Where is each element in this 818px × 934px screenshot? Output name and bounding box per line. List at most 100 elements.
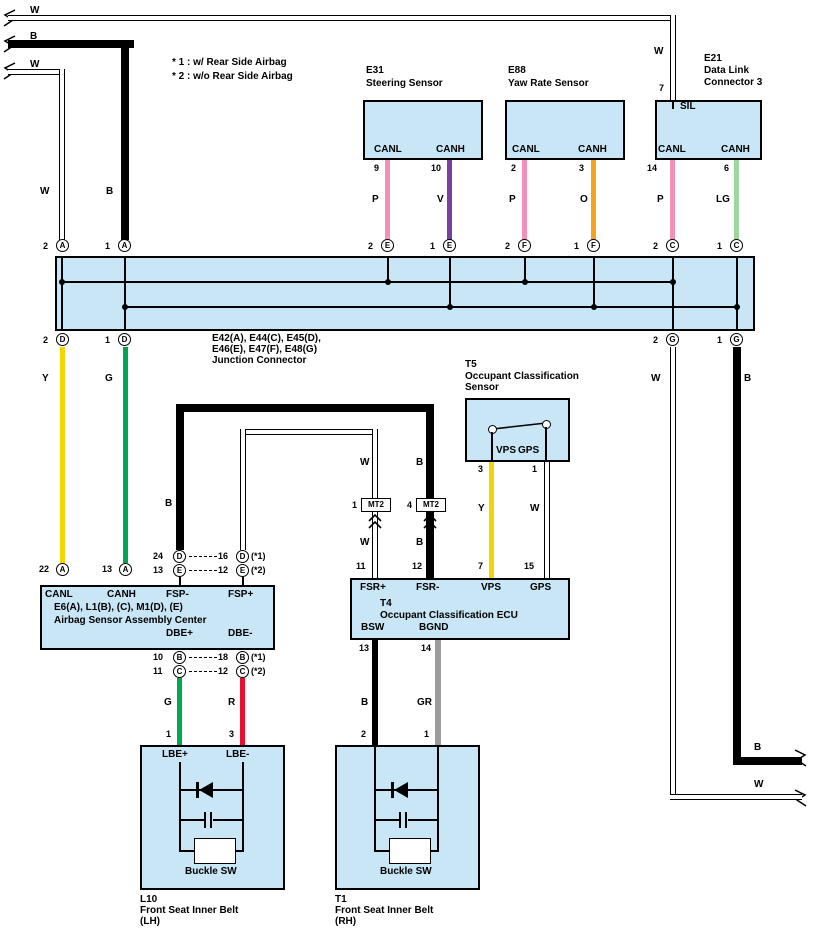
junction-bus-canh xyxy=(124,306,738,308)
e31-canl-label: CANL xyxy=(374,144,402,155)
wire-label: B xyxy=(165,498,173,509)
pin-number: 11 xyxy=(153,666,163,676)
e21-canl-label: CANL xyxy=(658,144,686,155)
wire-gray xyxy=(435,640,441,745)
sil-stub xyxy=(672,100,674,109)
wire-w-left-horizontal xyxy=(8,69,65,75)
e31-name: Steering Sensor xyxy=(366,78,443,89)
t5-id: T5 xyxy=(465,359,477,370)
pin-number: 2 xyxy=(43,335,49,345)
circuit-line xyxy=(374,747,376,852)
wire-label: P xyxy=(657,194,664,205)
front-seat-inner-belt-rh-box xyxy=(335,745,480,890)
wire-label: W xyxy=(530,503,540,514)
connector-circle: D xyxy=(236,550,249,563)
switch-stub xyxy=(491,432,493,462)
connector-circle: E xyxy=(443,239,456,252)
wire-green xyxy=(177,678,182,745)
capacitor-plate-icon xyxy=(405,812,407,828)
wire-b-loop-right xyxy=(426,404,434,498)
pin-stub xyxy=(179,577,181,585)
wire-label: W xyxy=(40,186,50,197)
wire-label: O xyxy=(580,194,588,205)
pin-number: 12 xyxy=(412,561,423,571)
wire-green xyxy=(123,347,128,563)
pin-number: 11 xyxy=(356,561,366,571)
circuit-line xyxy=(437,747,439,852)
circuit-line xyxy=(374,819,401,821)
pin-number: 16 xyxy=(218,551,229,561)
wire-label: LG xyxy=(716,194,730,205)
dlc3-box xyxy=(655,100,762,160)
pin-number: 2 xyxy=(43,241,49,251)
diode-bar xyxy=(391,782,394,798)
pin-number: 13 xyxy=(153,565,164,575)
occupant-classification-sensor-box xyxy=(465,398,570,462)
t5-name1: Occupant Classification xyxy=(465,371,579,382)
e88-canl-label: CANL xyxy=(512,144,540,155)
t5-gps-label: GPS xyxy=(518,445,540,456)
wire-b-top-horizontal xyxy=(8,40,134,48)
pin-number: 1 xyxy=(717,335,723,345)
note-1: * 1 : w/ Rear Side Airbag xyxy=(172,57,287,68)
connector-circle: F xyxy=(587,239,600,252)
t4-id: T4 xyxy=(380,598,392,609)
t4-name: Occupant Classification ECU xyxy=(380,610,518,621)
wire-label: G xyxy=(164,697,172,708)
wire-label: W xyxy=(30,5,40,16)
wire-label: P xyxy=(372,194,379,205)
connector-circle: D xyxy=(56,333,69,346)
capacitor-plate-icon xyxy=(204,812,206,828)
wire-b-right-exit xyxy=(733,757,802,765)
pin-number: 1 xyxy=(574,241,580,251)
pin-number: 13 xyxy=(102,564,113,574)
junction-wire xyxy=(124,256,126,331)
connector-circle: B xyxy=(236,651,249,664)
wire-black xyxy=(426,512,434,578)
buckle-sw-label: Buckle SW xyxy=(185,866,237,877)
pin-number: 12 xyxy=(218,565,229,575)
switch-blade-icon xyxy=(492,422,547,430)
wire-pink xyxy=(522,160,527,240)
connector-circle: A xyxy=(56,239,69,252)
circuit-line xyxy=(235,850,244,852)
junction-dot xyxy=(522,279,528,285)
connector-circle: B xyxy=(173,651,186,664)
l10-lbe-plus-label: LBE+ xyxy=(162,749,188,760)
wire-pink xyxy=(385,160,390,240)
wire-label: W xyxy=(360,457,370,468)
e88-id: E88 xyxy=(508,65,526,76)
wire-yellow xyxy=(489,462,494,578)
junction-label-1: E42(A), E44(C), E45(D), xyxy=(212,333,321,344)
t4-vps-label: VPS xyxy=(481,582,502,593)
pin-number: 10 xyxy=(153,652,164,662)
wire-white xyxy=(372,512,378,578)
wire-label: Y xyxy=(42,373,49,384)
e21-name1: Data Link xyxy=(704,65,750,76)
junction-wire xyxy=(736,256,738,331)
variant-dash xyxy=(189,556,217,557)
wire-white xyxy=(544,462,550,578)
junction-dot xyxy=(122,304,128,310)
shield-chevron-icon xyxy=(368,514,382,529)
pin-number: 1 xyxy=(105,241,111,251)
wire-b-loop-horizontal xyxy=(176,404,434,412)
connector-circle: F xyxy=(518,239,531,252)
pin-number: 14 xyxy=(421,643,432,653)
junction-label-3: Junction Connector xyxy=(212,355,307,366)
pin-number: 15 xyxy=(524,561,535,571)
wire-label: R xyxy=(228,697,236,708)
mt2-connector: MT2 xyxy=(416,498,446,512)
pin-number: 3 xyxy=(478,464,484,474)
connector-circle: C xyxy=(730,239,743,252)
pin-number: 1 xyxy=(717,241,723,251)
pin-number: 1 xyxy=(352,500,358,510)
airbag-fsp-minus-label: FSP- xyxy=(166,589,189,600)
circuit-line xyxy=(408,819,439,821)
junction-label-2: E46(E), E47(F), E48(G) xyxy=(212,344,318,355)
e88-canh-label: CANH xyxy=(578,144,607,155)
diode-bar xyxy=(196,782,199,798)
junction-dot xyxy=(385,279,391,285)
wire-yellow xyxy=(60,347,65,563)
t4-fsr-plus-label: FSR+ xyxy=(360,582,386,593)
